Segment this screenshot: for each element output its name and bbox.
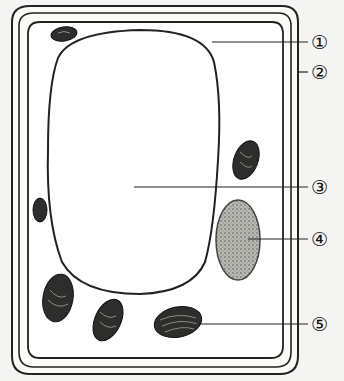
- callout-number: ③: [311, 176, 328, 198]
- callout-number: ⑤: [311, 313, 328, 335]
- callout-number: ④: [311, 228, 328, 250]
- cell-wall-outer: [12, 6, 298, 374]
- vacuole: [48, 30, 220, 294]
- nucleus: [216, 200, 260, 280]
- leader-lines: [134, 42, 308, 324]
- cell-wall-inner: [19, 13, 291, 367]
- callout-number: ①: [311, 31, 328, 53]
- chloroplasts: [33, 25, 264, 345]
- cell-membrane: [28, 22, 283, 358]
- callout-number: ②: [311, 61, 328, 83]
- chloroplast-grana: [48, 32, 252, 333]
